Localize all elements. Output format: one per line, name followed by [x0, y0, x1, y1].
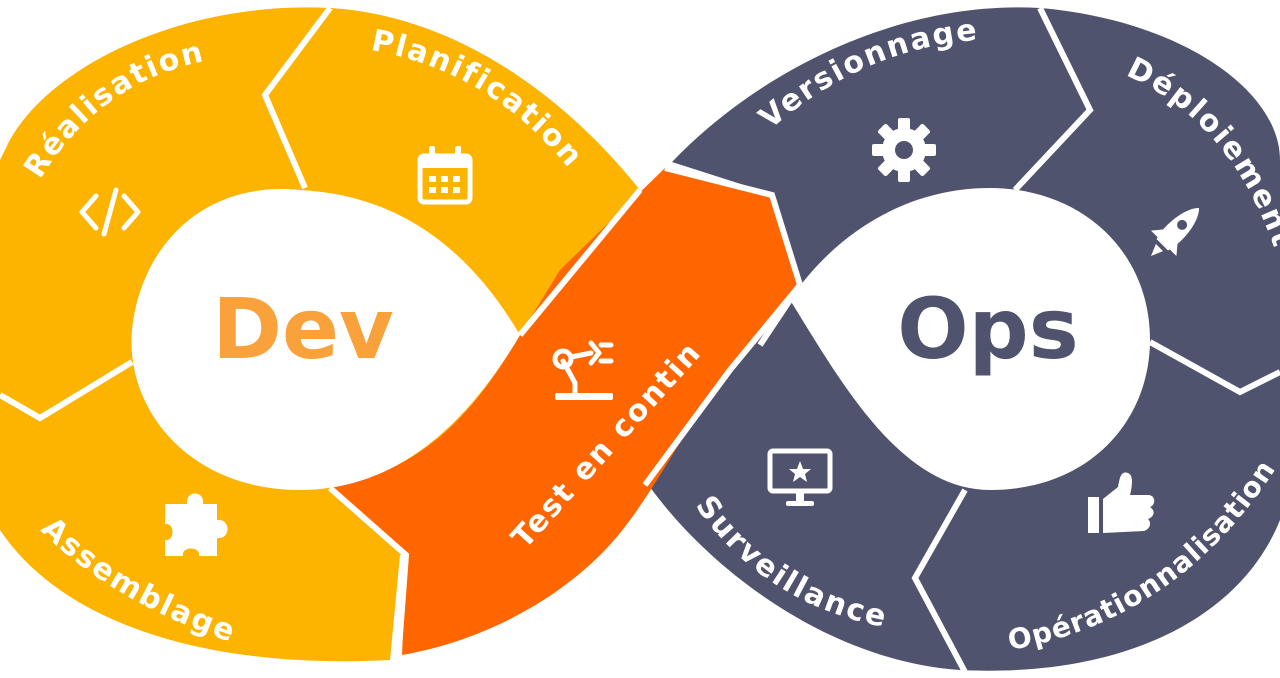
calendar-icon [417, 146, 473, 205]
thumbs-up-icon [1088, 472, 1155, 533]
segment-separators [0, 6, 1280, 674]
rocket-icon [1150, 207, 1200, 257]
robot-arm-icon [552, 340, 614, 400]
dev-hub-label: Dev [212, 280, 393, 378]
ops-hub-label: Ops [897, 280, 1079, 378]
puzzle-icon [165, 493, 228, 556]
test-band-shape [330, 168, 800, 655]
code-icon [79, 187, 141, 237]
gear-icon [872, 118, 936, 182]
dev-hub-hole [131, 189, 520, 490]
monitor-star-icon [767, 448, 833, 506]
ops-hub-hole [790, 188, 1150, 490]
